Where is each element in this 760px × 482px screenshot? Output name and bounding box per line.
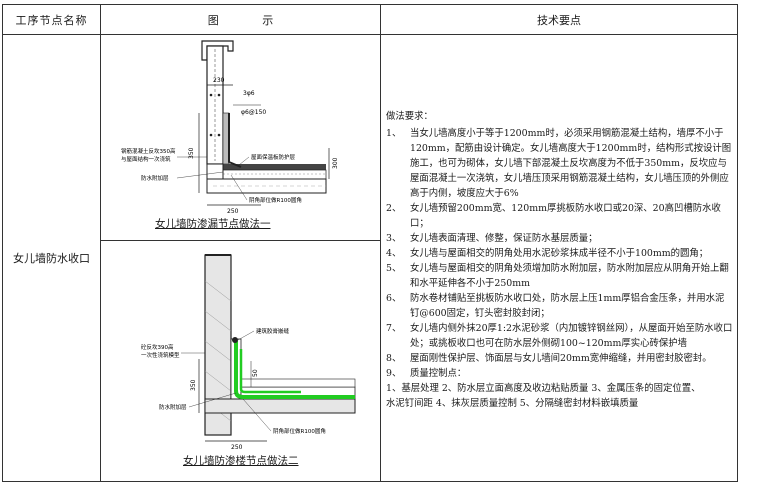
note-kerb: 砼反坎390高	[141, 343, 174, 351]
list-item: 7、女儿墙内侧外抹20厚1:2水泥砂浆（内加镀锌钢丝网），从屋面开始至防水收口处…	[386, 323, 733, 349]
note-board: 屋面保温板防护层	[251, 153, 296, 161]
note-seal: 建筑胶膏嵌缝	[256, 327, 290, 335]
header-tech-points: 技术要点	[380, 4, 738, 35]
note-round: 阴角部位做R100圆角	[249, 196, 302, 204]
list-item: 6、防水卷材铺贴至挑板防水收口处，防水层上压1mm厚铝合金压条，并用水泥钉@60…	[386, 293, 725, 319]
note-kerb-2: 一次性浇筑模型	[141, 351, 180, 359]
note-concrete: 钢筋混凝土反坎350高	[121, 147, 176, 155]
list-item: 5、女儿墙与屋面相交的阴角处须增加防水附加层，防水附加层应从阴角开始上翻和水平延…	[386, 263, 729, 289]
note-waterproof: 防水附加层	[141, 174, 169, 182]
figure-cell: 230 3φ6 φ6@150 350 300 250 钢筋混凝土反坎350高 与…	[100, 34, 381, 482]
dim-50: 50	[252, 369, 259, 377]
dim-phi6: φ6@150	[241, 109, 266, 116]
table-row: 女儿墙防水收口	[2, 34, 738, 482]
dim-350-b: 350	[190, 379, 197, 391]
control-points-line-2: 水泥钉间距 4、抹灰层质量控制 5、分隔缝密封材料嵌填质量	[386, 398, 639, 409]
construction-spec-table: 工序节点名称 图 示 技术要点 女儿墙防水收口	[2, 4, 738, 482]
list-item: 1、当女儿墙高度小于等于1200mm时，必须采用钢筋混凝土结构，墙厚不小于120…	[386, 128, 732, 199]
figure-method-one: 230 3φ6 φ6@150 350 300 250 钢筋混凝土反坎350高 与…	[101, 35, 380, 241]
dim-250: 250	[227, 208, 239, 215]
dim-230: 230	[213, 77, 225, 84]
header-process-name: 工序节点名称	[2, 4, 101, 35]
note-concrete-2: 与屋面结构一次浇筑	[121, 155, 171, 163]
note-extra: 防水附加层	[159, 403, 187, 411]
header-row: 工序节点名称 图 示 技术要点	[2, 4, 738, 35]
tech-points-cell: 做法要求： 1、当女儿墙高度小于等于1200mm时，必须采用钢筋混凝土结构，墙厚…	[380, 34, 738, 482]
dim-250-b: 250	[231, 444, 243, 451]
figure-caption-2: 女儿墙防渗楼节点做法二	[183, 455, 299, 467]
parapet-detail-drawing-1: 230 3φ6 φ6@150 350 300 250 钢筋混凝土反坎350高 与…	[121, 40, 339, 215]
list-item: 8、屋面刚性保护层、饰面层与女儿墙间20mm宽伸缩缝，并用密封胶密封。	[386, 353, 712, 364]
dim-3phi6: 3φ6	[243, 90, 255, 97]
dim-350: 350	[188, 147, 195, 159]
figure-method-two: 350 50 250 建筑胶膏嵌缝 砼反坎390高 一次性浇筑模型 防水附加层 …	[101, 241, 380, 481]
list-item: 9、质量控制点：	[386, 368, 467, 379]
parapet-detail-drawing-2: 350 50 250 建筑胶膏嵌缝 砼反坎390高 一次性浇筑模型 防水附加层 …	[141, 254, 356, 451]
list-item: 2、女儿墙预留200mm宽、120mm厚挑板防水收口或20深、20高凹槽防水收口…	[386, 203, 721, 229]
header-figure: 图 示	[100, 4, 381, 35]
list-item: 3、女儿墙表面清理、修整，保证防水基层质量；	[386, 233, 598, 244]
tech-points-list: 做法要求： 1、当女儿墙高度小于等于1200mm时，必须采用钢筋混凝土结构，墙厚…	[381, 105, 737, 411]
control-points-line-1: 1、基层处理 2、防水层立面高度及收边粘贴质量 3、金属压条的固定位置、	[386, 383, 701, 394]
tech-title: 做法要求：	[386, 111, 433, 122]
process-name-cell: 女儿墙防水收口	[2, 34, 101, 482]
note-round-b: 阴角部位做R100圆角	[273, 427, 326, 435]
dim-300: 300	[332, 157, 339, 169]
figure-caption-1: 女儿墙防渗漏节点做法一	[155, 218, 271, 230]
list-item: 4、女儿墙与屋面相交的阴角处用水泥砂浆抹成半径不小于100mm的圆角；	[386, 248, 709, 259]
